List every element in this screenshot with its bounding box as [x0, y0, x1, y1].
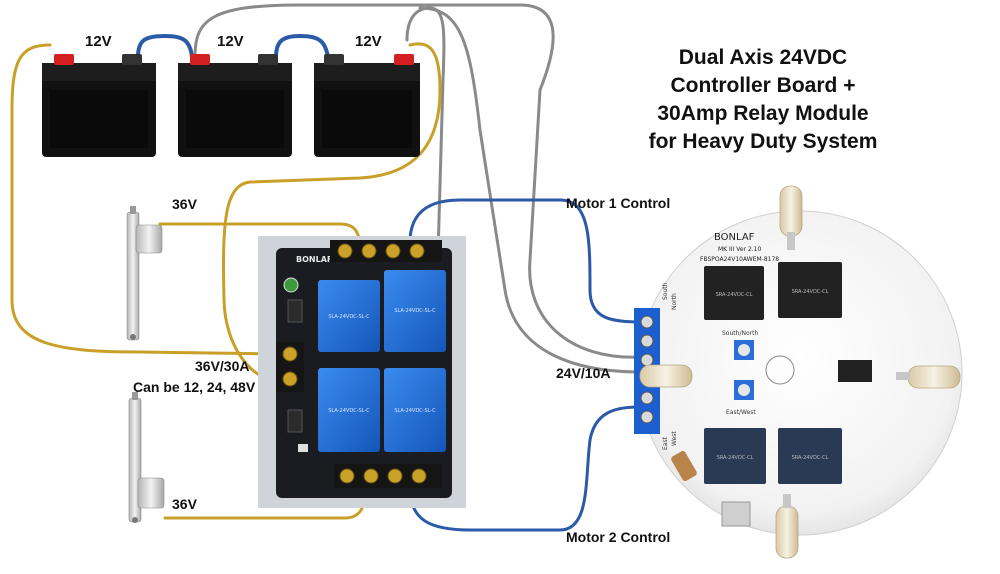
svg-text:SRA-24VDC-CL: SRA-24VDC-CL	[792, 289, 829, 295]
relay-2: SLA-24VDC-SL-C	[384, 270, 446, 352]
blue-wire-motor1	[408, 198, 642, 324]
controller-power-label: 24V/10A	[556, 365, 611, 381]
relay-1: SLA-24VDC-SL-C	[318, 280, 380, 352]
motor-1-control-label: Motor 1 Control	[566, 195, 671, 211]
voltage-note-label: Can be 12, 24, 48V	[133, 379, 256, 395]
ldr-sensor-bottom	[775, 494, 799, 559]
positive-terminal-icon	[190, 54, 210, 65]
blue-wire-battery-link-2	[274, 33, 330, 59]
controller-model: MK III Ver 2.10	[718, 246, 761, 253]
negative-terminal-icon	[324, 54, 344, 65]
battery-3	[314, 54, 420, 157]
controller-brand: BONLAF	[714, 232, 755, 243]
battery-1	[42, 54, 156, 157]
linear-actuator-2	[128, 392, 165, 523]
ic-chip	[838, 360, 872, 382]
blue-wire-battery-link-1	[136, 33, 194, 59]
negative-terminal-icon	[122, 54, 142, 65]
wires	[10, 3, 642, 532]
controller-north-label: North	[671, 293, 678, 310]
trim-pot-2	[734, 380, 754, 400]
diagram-title: Dual Axis 24VDC Controller Board + 30Amp…	[618, 44, 908, 156]
svg-text:SLA-24VDC-SL-C: SLA-24VDC-SL-C	[394, 308, 436, 314]
actuator-1-voltage-label: 36V	[172, 196, 197, 212]
relay-terminal-block-top	[330, 240, 442, 262]
gray-wire-relay-to-controller	[418, 6, 642, 374]
gray-wire-battery-to-controller	[193, 3, 642, 359]
relay-terminal-block-bottom	[334, 464, 442, 488]
controller-relay-1: SRA-24VDC-CL	[704, 266, 764, 320]
ldr-sensor-right	[896, 365, 961, 389]
motor-2-control-label: Motor 2 Control	[566, 529, 671, 545]
controller-south-label: South	[662, 282, 669, 300]
controller-west-label: West	[671, 431, 678, 446]
relay-power-label: 36V/30A	[195, 358, 250, 374]
svg-text:SLA-24VDC-SL-C: SLA-24VDC-SL-C	[328, 408, 370, 414]
controller-south-north-label: South/North	[722, 330, 758, 337]
battery-2	[178, 54, 292, 157]
relay-4: SLA-24VDC-SL-C	[384, 368, 446, 452]
relay-module-brand: BONLAF	[296, 255, 332, 264]
title-line-1: Dual Axis 24VDC	[678, 46, 848, 69]
battery-2-label: 12V	[217, 33, 244, 50]
title-line-3: 30Amp Relay Module	[657, 102, 869, 125]
controller-board: BONLAF MK III Ver 2.10 FBSPOA24V10AWEM-8…	[634, 185, 963, 559]
svg-text:SLA-24VDC-SL-C: SLA-24VDC-SL-C	[328, 314, 370, 320]
title-line-2: Controller Board +	[670, 74, 856, 97]
svg-text:SRA-24VDC-CL: SRA-24VDC-CL	[717, 455, 754, 461]
battery-3-label: 12V	[355, 33, 382, 50]
gold-wire-battery-right-loop	[221, 42, 442, 384]
title-line-4: for Heavy Duty System	[648, 130, 878, 153]
relay-module: BONLAF SLA-24VDC-SL-C	[258, 236, 466, 508]
negative-terminal-icon	[258, 54, 278, 65]
positive-terminal-icon	[54, 54, 74, 65]
controller-relay-2: SRA-24VDC-CL	[778, 262, 842, 318]
linear-actuator-1	[126, 206, 163, 341]
ldr-sensor-top	[779, 185, 803, 250]
ldr-sensor-left	[639, 364, 693, 388]
svg-text:SRA-24VDC-CL: SRA-24VDC-CL	[716, 292, 753, 298]
actuator-2-voltage-label: 36V	[172, 496, 197, 512]
controller-relay-4: SRA-24VDC-CL	[778, 428, 842, 484]
positive-terminal-icon	[394, 54, 414, 65]
controller-relay-3: SRA-24VDC-CL	[704, 428, 766, 484]
gold-wire-battery-left-loop	[10, 43, 282, 356]
controller-east-label: East	[662, 436, 669, 450]
relay-3: SLA-24VDC-SL-C	[318, 368, 380, 452]
relay-power-terminals	[276, 342, 304, 392]
battery-1-label: 12V	[85, 33, 112, 50]
svg-text:SLA-24VDC-SL-C: SLA-24VDC-SL-C	[394, 408, 436, 414]
trim-pot-1	[734, 340, 754, 360]
blue-wire-motor2	[408, 405, 642, 532]
controller-east-west-label: East/West	[726, 409, 756, 416]
controller-board-id: FBSPOA24V10AWEM-8178	[700, 256, 779, 263]
svg-text:SRA-24VDC-CL: SRA-24VDC-CL	[792, 455, 829, 461]
